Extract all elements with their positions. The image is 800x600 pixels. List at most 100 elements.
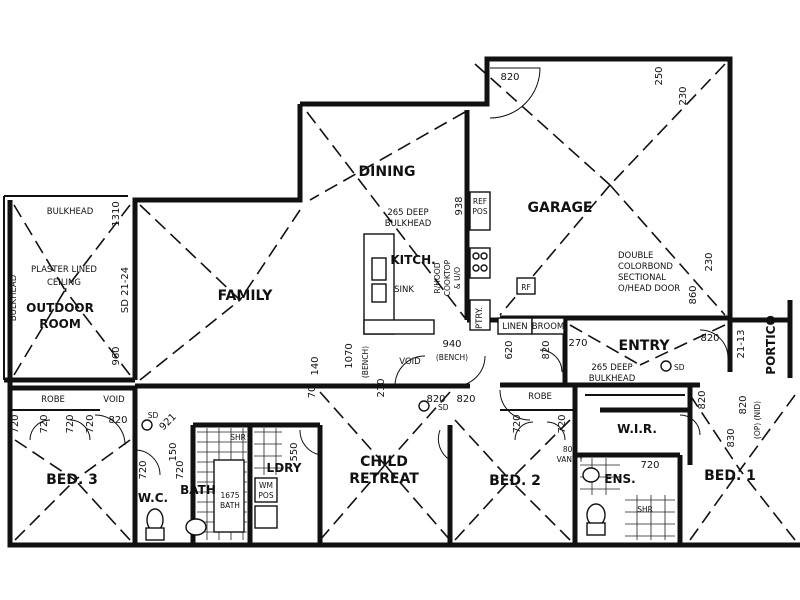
ldry-label: LDRY [267,461,302,475]
dim-720-d: 720 [85,414,96,433]
dim-21-13: 21-13 [736,329,747,358]
dim-820-portico: 820 [700,333,719,344]
child-retreat-label-1: CHILD [360,454,408,470]
vanity-note-2: VANITY [557,455,584,464]
child-retreat-label-2: RETREAT [349,471,419,487]
ref-note-2: POS [472,207,487,216]
dim-1310: 1310 [111,201,122,226]
kitchen-bench [363,191,565,335]
sink-note: SINK [394,285,414,295]
annotations: BULKHEAD BULKHEAD PLASTER LINED CEILING … [9,197,762,514]
dim-720-f: 720 [175,460,186,479]
garage-label: GARAGE [528,200,593,216]
outdoor-room-label-2: ROOM [39,317,81,331]
sd-note-2: SD [438,403,449,412]
dim-820-hall: 820 [456,394,475,405]
garage-door-note-3: SECTIONAL [618,273,666,283]
bulkhead-top-note: BULKHEAD [47,207,94,217]
shr-ens-note: SHR [637,505,653,514]
dim-820-wir: 820 [697,390,708,409]
dim-720-g: 720 [512,414,523,433]
bathroom-fixtures [145,459,606,541]
entry-label: ENTRY [619,338,671,354]
broom-label: BROOM [532,322,564,332]
rhood-note-3: & U/O [453,267,462,289]
dim-820-bed1: 820 [738,395,749,414]
dim-620: 620 [504,340,515,359]
wm-note-1: WM [259,481,273,490]
kitchen-label: KITCH. [390,253,435,267]
void-small-label: VOID [103,395,125,405]
dim-1070: 1070 [344,343,355,368]
deep-bulkhead-note-2: BULKHEAD [385,219,432,229]
garage-door-note-4: O/HEAD DOOR [618,284,680,294]
dim-820-garage: 820 [500,72,519,83]
sd-note-3: SD [674,363,685,372]
robe-left-label: ROBE [41,395,65,405]
plaster-note-2: CEILING [47,278,81,288]
door-swings [29,67,729,476]
entry-bulkhead-note-2: BULKHEAD [589,374,636,384]
portico-label: PORTICO [764,315,778,374]
dim-820-bed3: 820 [108,415,127,426]
vanity-note-1: 800 [563,445,578,454]
bed3-label: BED. 3 [46,472,98,488]
dim-230-top: 230 [678,86,689,105]
dim-960: 960 [111,346,122,365]
bench-note-2: (BENCH) [436,353,468,362]
dim-21-24: SD 21-24 [120,267,131,313]
smoke-detectors [141,360,672,431]
dim-270: 270 [568,338,587,349]
dim-720-i: 720 [640,460,659,471]
robe-mid-label: ROBE [528,392,552,402]
wc-label: W.C. [138,491,168,505]
dim-210: 210 [376,378,387,397]
rf-note: RF [521,283,531,292]
outdoor-room-label-1: OUTDOOR [26,301,94,315]
bath-1675-note-1: 1675 [220,491,239,500]
dim-150: 150 [168,442,179,461]
dim-940: 940 [442,339,461,350]
dim-70: 70 [307,386,318,399]
linen-label: LINEN [502,322,527,332]
dim-250: 250 [654,66,665,85]
dim-230-side: 230 [704,252,715,271]
op-nid-note: (OP) (NID) [753,401,762,439]
bench-note-1: (BENCH) [361,346,370,378]
wir-label: W.I.R. [617,422,657,436]
wm-note-2: POS [258,491,273,500]
dim-938: 938 [454,196,465,215]
ceiling-lines [13,63,796,541]
rhood-note-2: COOKTOP [443,259,452,296]
entry-bulkhead-note-1: 265 DEEP [591,363,632,373]
dining-label: DINING [359,164,416,180]
dim-720-h: 720 [557,414,568,433]
dim-820-bed2: 820 [426,394,445,405]
bulkhead-side-note: BULKHEAD [9,274,19,321]
deep-bulkhead-note-1: 265 DEEP [387,208,428,218]
rhood-note-1: R/HOOD [433,262,442,293]
garage-door-note-1: DOUBLE [618,251,653,261]
bath-label: BATH [180,483,216,497]
family-label: FAMILY [218,288,274,304]
outer-walls [3,56,800,548]
room-labels: DINING GARAGE FAMILY OUTDOOR ROOM KITCH.… [26,164,778,505]
plaster-note-1: PLASTER LINED [31,265,97,275]
dim-720-b: 720 [39,414,50,433]
dim-830: 830 [726,428,737,447]
dim-550: 550 [289,442,300,461]
bed2-label: BED. 2 [489,473,541,489]
sd-note-1: SD [148,411,159,420]
dimension-labels: 820 250 230 938 1310 SD 21-24 960 230 86… [10,66,749,479]
void-hall-note: VOID [399,357,421,367]
bed1-label: BED. 1 [704,468,756,484]
dim-140: 140 [310,356,321,375]
dim-720-e: 720 [138,460,149,479]
dim-720-a: 720 [10,414,21,433]
ens-label: ENS. [604,472,635,486]
shr-bath-note: SHR [230,433,246,442]
garage-door-note-2: COLORBOND [618,262,673,272]
dim-820-entry: 820 [541,340,552,359]
dim-860: 860 [688,285,699,304]
